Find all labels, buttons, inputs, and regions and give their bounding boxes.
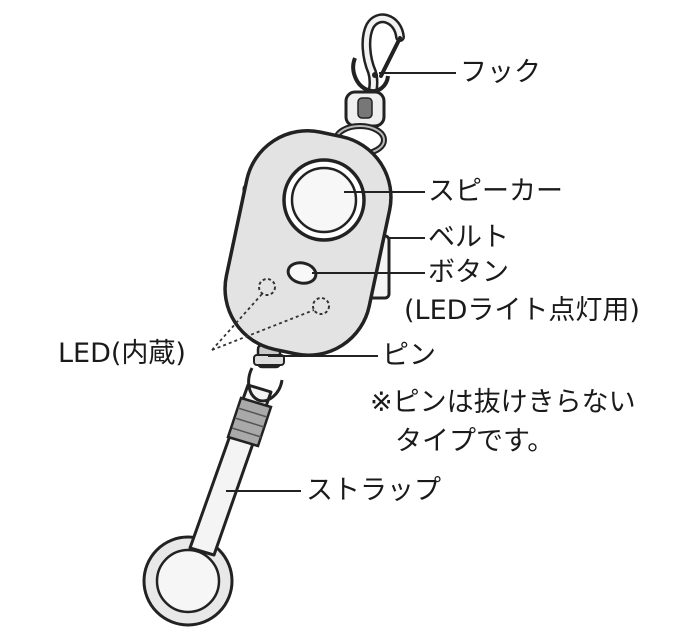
leader-lines — [226, 72, 456, 492]
label-hook: フック — [460, 57, 541, 88]
label-button-note: (LEDライト点灯用) — [404, 295, 640, 326]
label-pin-note-2: タイプです。 — [395, 426, 555, 457]
label-pin-note-1: ※ピンは抜けきらない — [370, 387, 636, 418]
button — [286, 261, 318, 285]
led-indicators — [211, 278, 330, 351]
label-led: LED(内蔵) — [58, 338, 186, 369]
label-button: ボタン — [428, 257, 509, 288]
label-belt: ベルト — [428, 222, 509, 253]
device-body — [223, 129, 393, 357]
strap-ring — [142, 535, 234, 627]
hook — [333, 13, 405, 157]
label-pin: ピン — [382, 340, 436, 371]
speaker — [282, 158, 366, 242]
label-strap: ストラップ — [306, 475, 441, 506]
label-speaker: スピーカー — [428, 176, 563, 207]
strap-band — [188, 367, 284, 557]
